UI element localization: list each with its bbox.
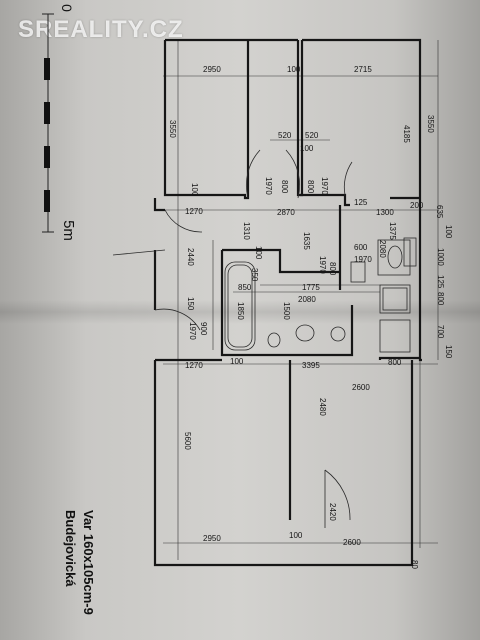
dim-label: 150 [186, 297, 195, 311]
dim-label: 800 [436, 292, 445, 306]
dim-label: 1300 [376, 208, 394, 217]
dim-label: 100 [300, 144, 314, 153]
bathroom-fixtures [224, 237, 417, 353]
walls [153, 38, 422, 567]
dimension-labels: 2950 100 2715 3550 3550 4185 520 520 100… [168, 65, 453, 569]
dim-label: 2080 [298, 295, 316, 304]
dim-label: 2950 [203, 534, 221, 543]
dim-label: 600 [354, 243, 368, 252]
dim-label: 3550 [426, 115, 435, 133]
dim-label: 1970 [320, 177, 329, 195]
dim-label: 125 [436, 275, 445, 289]
dim-label: 3395 [302, 361, 320, 370]
dim-label: 635 [435, 205, 444, 219]
dim-label: 100 [190, 183, 199, 197]
dim-label: 1850 [236, 302, 245, 320]
dim-label: 800 [306, 180, 315, 194]
dim-label: 1310 [242, 222, 251, 240]
door-swings [112, 149, 353, 528]
dim-label: 350 [250, 268, 259, 282]
dim-label: 2600 [343, 538, 361, 547]
dim-label: 700 [436, 325, 445, 339]
dim-label: 100 [444, 225, 453, 239]
dim-label: 2480 [318, 398, 327, 416]
dim-label: 100 [289, 531, 303, 540]
dim-label: 1000 [436, 248, 445, 266]
dim-label: 1270 [185, 207, 203, 216]
dim-label: 1375 [388, 222, 397, 240]
dim-label: 200 [410, 201, 424, 210]
dim-label: 2600 [352, 383, 370, 392]
dim-label: 1500 [282, 302, 291, 320]
dim-label: 100 [230, 357, 244, 366]
dim-label: 900 [199, 322, 208, 336]
dim-label: 2420 [328, 503, 337, 521]
dim-label: 1270 [185, 361, 203, 370]
dim-label: 2950 [203, 65, 221, 74]
dim-label: 1970 [264, 177, 273, 195]
dim-label: 1970 [188, 322, 197, 340]
dim-label: 1970 [318, 256, 327, 274]
dim-label: 520 [278, 131, 292, 140]
dim-label: 80 [410, 560, 419, 569]
dim-label: 850 [238, 283, 252, 292]
dim-label: 4185 [402, 125, 411, 143]
dim-label: 2080 [378, 240, 387, 258]
dim-label: 3550 [168, 120, 177, 138]
dim-label: 800 [388, 358, 402, 367]
dim-label: 125 [354, 198, 368, 207]
dim-label: 150 [444, 345, 453, 359]
dim-label: 2440 [186, 248, 195, 266]
dim-label: 2715 [354, 65, 372, 74]
dim-label: 800 [328, 262, 337, 276]
dim-label: 1970 [354, 255, 372, 264]
dim-label: 520 [305, 131, 319, 140]
dim-label: 100 [287, 65, 301, 74]
dim-label: 2870 [277, 208, 295, 217]
dim-label: 800 [280, 180, 289, 194]
dim-label: 100 [254, 246, 263, 260]
dim-label: 1635 [302, 232, 311, 250]
dim-label: 5600 [183, 432, 192, 450]
watermark-logo: SREALITY.CZ [18, 16, 184, 43]
dim-label: 1775 [302, 283, 320, 292]
scale-bar [42, 13, 54, 233]
